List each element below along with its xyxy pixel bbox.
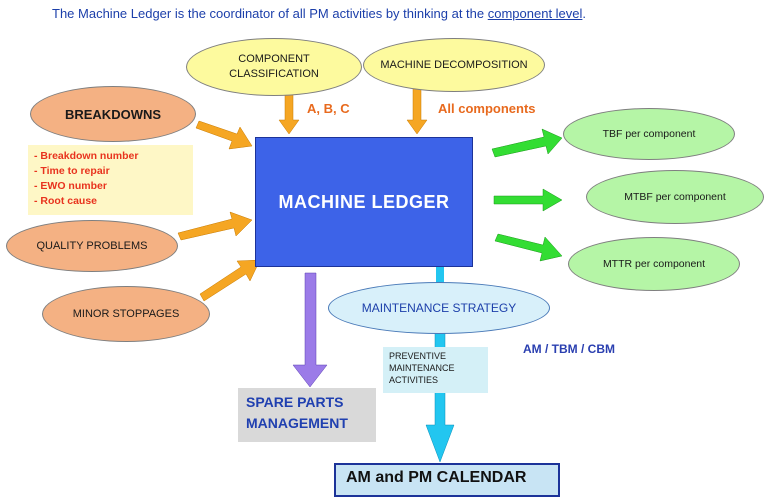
quality-problems-node: QUALITY PROBLEMS [6, 220, 178, 272]
page-title: The Machine Ledger is the coordinator of… [52, 6, 586, 21]
machine-ledger-node: MACHINE LEDGER [255, 137, 473, 267]
arrow-ledger-to-mtbf [493, 188, 563, 212]
breakdown-detail-line: - EWO number [34, 180, 107, 192]
arrow-breakdowns-to-ledger [195, 120, 253, 150]
title-period: . [582, 6, 587, 21]
am-tbm-cbm-label: AM / TBM / CBM [523, 342, 615, 356]
am-pm-calendar-box: AM and PM CALENDAR [334, 463, 560, 497]
arrow-decomposition-to-ledger [406, 87, 428, 135]
arrow-ledger-to-spare-parts [292, 272, 328, 388]
arrow-classification-to-ledger [278, 91, 300, 135]
title-text: The Machine Ledger is the coordinator of… [52, 6, 488, 21]
breakdowns-node: BREAKDOWNS [30, 86, 196, 142]
breakdown-detail-line: - Root cause [34, 195, 98, 207]
arrow-ledger-to-tbf [491, 128, 563, 158]
mtbf-node: MTBF per component [586, 170, 764, 224]
abc-label: A, B, C [307, 101, 350, 116]
arrow-ledger-to-mttr [494, 233, 563, 262]
arrow-quality-to-ledger [177, 211, 253, 241]
tbf-node: TBF per component [563, 108, 735, 160]
preventive-activities-box: PREVENTIVE MAINTENANCE ACTIVITIES [383, 347, 488, 393]
title-link-text: component level [487, 6, 583, 21]
preventive-line: ACTIVITIES [389, 375, 439, 385]
arrow-minor-to-ledger [199, 259, 261, 302]
breakdown-detail-line: - Time to repair [34, 165, 110, 177]
spare-parts-line: MANAGEMENT [246, 415, 348, 431]
component-classification-node: COMPONENT CLASSIFICATION [186, 38, 362, 96]
minor-stoppages-node: MINOR STOPPAGES [42, 286, 210, 342]
machine-decomposition-node: MACHINE DECOMPOSITION [363, 38, 545, 92]
spare-parts-line: SPARE PARTS [246, 394, 344, 410]
all-components-label: All components [438, 101, 536, 116]
maintenance-strategy-node: MAINTENANCE STRATEGY [328, 282, 550, 334]
preventive-line: MAINTENANCE [389, 363, 455, 373]
mttr-node: MTTR per component [568, 237, 740, 291]
connector-ledger-to-strategy [436, 267, 444, 285]
spare-parts-management-box: SPARE PARTS MANAGEMENT [238, 388, 376, 442]
breakdown-details-box: - Breakdown number - Time to repair - EW… [28, 145, 193, 215]
breakdown-detail-line: - Breakdown number [34, 150, 139, 162]
preventive-line: PREVENTIVE [389, 351, 447, 361]
